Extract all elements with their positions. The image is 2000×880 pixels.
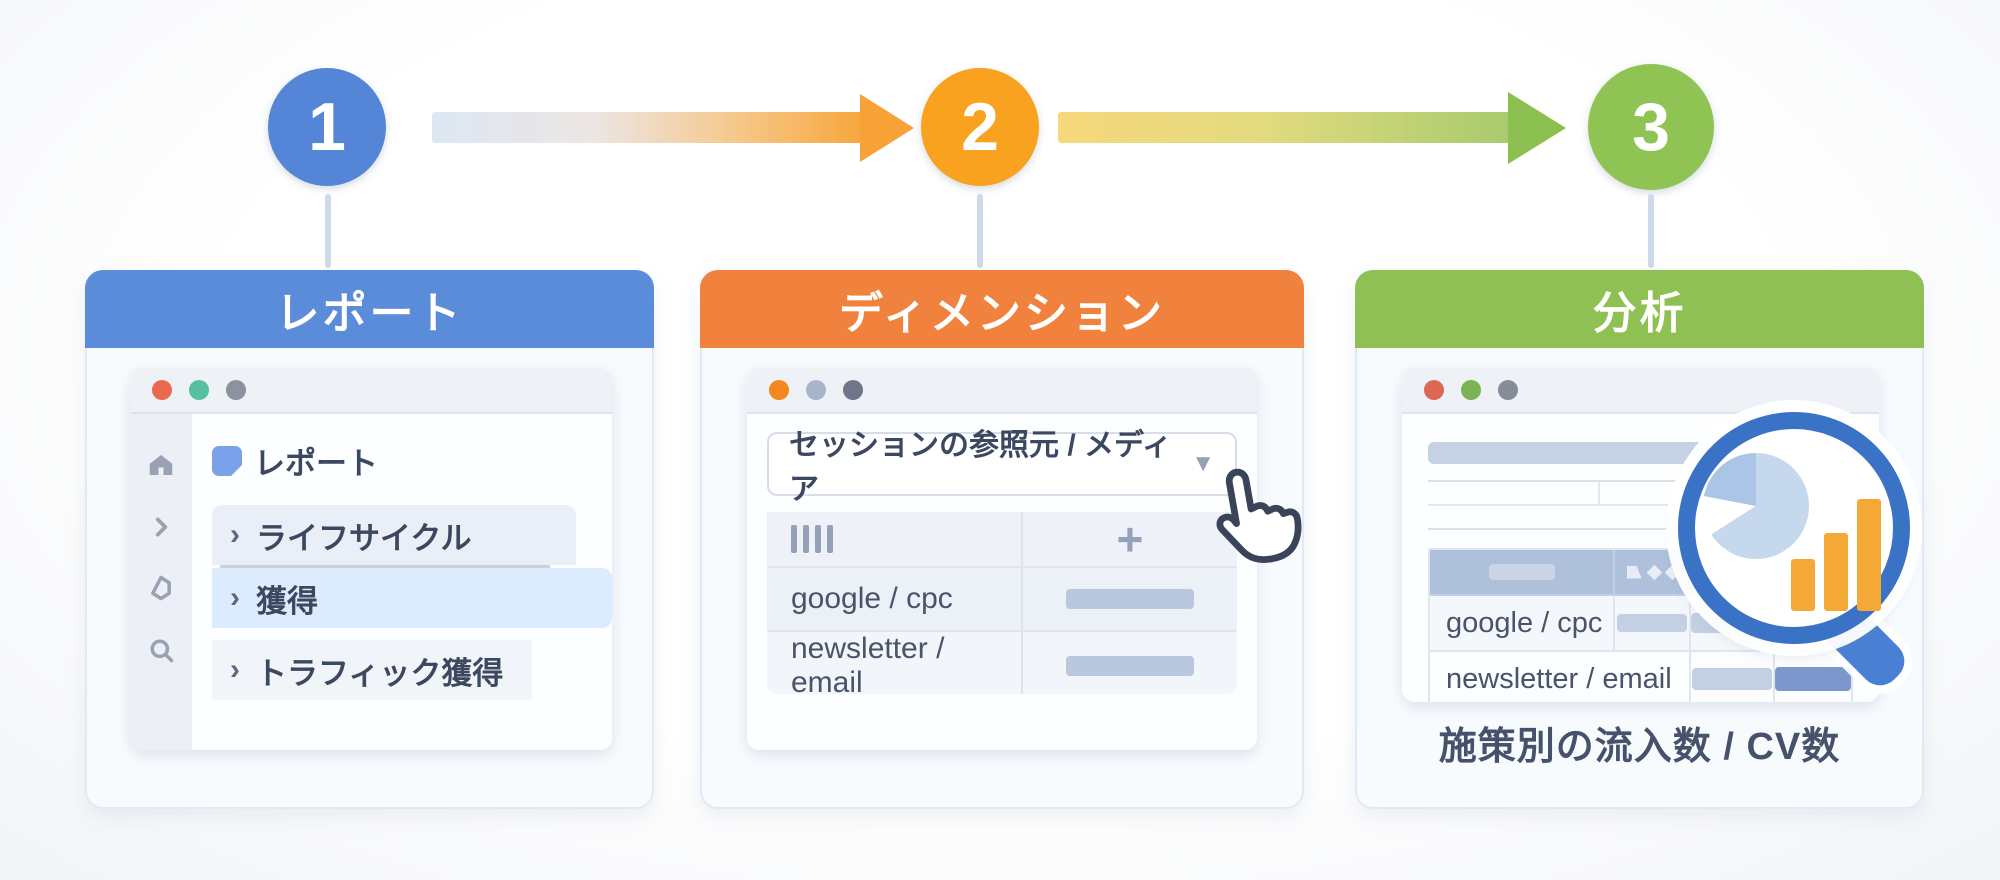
window-close-button[interactable] bbox=[769, 380, 789, 400]
window-minimize-button[interactable] bbox=[189, 380, 209, 400]
dimension-dropdown[interactable]: セッションの参照元 / メディア ▼ bbox=[767, 429, 1237, 506]
arrow-1-head-icon bbox=[860, 94, 914, 162]
report-icon bbox=[212, 445, 243, 477]
column-header-placeholder bbox=[1430, 550, 1616, 596]
nav-item-acquisition[interactable]: › 獲得 bbox=[212, 568, 612, 628]
step-1-badge: 1 bbox=[268, 68, 386, 186]
report-browser-window: レポート › ライフサイクル › 獲得 › トラフィック獲得 bbox=[130, 368, 612, 750]
hexagon-icon[interactable] bbox=[147, 574, 175, 602]
value-bar bbox=[1065, 589, 1194, 609]
connector-step-2 bbox=[977, 194, 983, 268]
analysis-caption: 施策別の流入数 / CV数 bbox=[1438, 726, 1841, 768]
analysis-card-header: 分析 bbox=[1355, 270, 1924, 348]
step-3-number: 3 bbox=[1632, 89, 1670, 165]
value-bar bbox=[1617, 614, 1688, 632]
dimension-table: + google / cpc newsletter / email bbox=[767, 512, 1237, 694]
report-window-body: レポート › ライフサイクル › 獲得 › トラフィック獲得 bbox=[130, 414, 612, 750]
add-metric-button[interactable]: + bbox=[1116, 513, 1144, 565]
value-bar bbox=[1692, 668, 1773, 690]
report-card-header: レポート bbox=[85, 270, 654, 348]
analysis-card-title: 分析 bbox=[1592, 289, 1687, 338]
magnifier-chart-icon bbox=[1678, 412, 1910, 644]
row-value-placeholder bbox=[1020, 632, 1237, 694]
dimension-browser-window: セッションの参照元 / メディア ▼ + google / cpc bbox=[747, 368, 1257, 750]
dimension-dropdown-value: セッションの参照元 / メディア bbox=[789, 429, 1172, 506]
report-card: レポート レポート bbox=[85, 270, 654, 809]
dimension-window-body: セッションの参照元 / メディア ▼ + google / cpc bbox=[747, 414, 1257, 694]
nav-acquisition-label: 獲得 bbox=[256, 583, 318, 619]
step-3-badge: 3 bbox=[1588, 64, 1714, 190]
menu-divider bbox=[220, 565, 550, 568]
home-icon[interactable] bbox=[146, 450, 176, 480]
nav-traffic-label: トラフィック獲得 bbox=[256, 655, 504, 691]
analysis-window-titlebar bbox=[1402, 368, 1879, 414]
nav-item-traffic-acquisition[interactable]: › トラフィック獲得 bbox=[212, 640, 532, 700]
dimension-column-header bbox=[767, 512, 1021, 566]
chevron-right-icon: › bbox=[230, 581, 240, 614]
step-2-badge: 2 bbox=[921, 68, 1039, 186]
row-label: google / cpc bbox=[1446, 606, 1603, 639]
window-close-button[interactable] bbox=[152, 380, 172, 400]
drag-bars-icon[interactable] bbox=[791, 525, 833, 553]
dimension-card: ディメンション セッションの参照元 / メディア ▼ bbox=[700, 270, 1304, 809]
filter-rows-placeholder bbox=[1428, 480, 1853, 530]
table-row: newsletter / email bbox=[767, 632, 1237, 694]
window-minimize-button[interactable] bbox=[806, 380, 826, 400]
step-1-number: 1 bbox=[308, 89, 346, 165]
nav-item-lifecycle[interactable]: › ライフサイクル bbox=[212, 505, 576, 565]
step-2-number: 2 bbox=[961, 89, 999, 165]
chevron-right-icon: › bbox=[230, 518, 240, 551]
pie-chart-glyph bbox=[1703, 453, 1809, 559]
window-minimize-button[interactable] bbox=[1461, 380, 1481, 400]
chevron-right-icon[interactable] bbox=[148, 514, 174, 540]
window-expand-button[interactable] bbox=[1498, 380, 1518, 400]
arrow-1-shaft bbox=[432, 112, 862, 143]
dimension-card-title: ディメンション bbox=[839, 289, 1165, 338]
connector-step-3 bbox=[1648, 194, 1654, 268]
dimension-table-header-row: + bbox=[767, 512, 1237, 568]
nav-item-reports[interactable]: レポート bbox=[212, 438, 612, 483]
row-label: newsletter / email bbox=[791, 632, 945, 694]
table-row: newsletter / email bbox=[1430, 652, 1851, 702]
window-expand-button[interactable] bbox=[226, 380, 246, 400]
window-expand-button[interactable] bbox=[843, 380, 863, 400]
ga-nav-menu: レポート › ライフサイクル › 獲得 › トラフィック獲得 bbox=[192, 414, 612, 750]
search-icon[interactable] bbox=[147, 636, 175, 664]
cv-value-bar bbox=[1775, 667, 1851, 691]
table-row: google / cpc bbox=[767, 568, 1237, 632]
report-card-title: レポート bbox=[275, 289, 464, 338]
chevron-down-icon: ▼ bbox=[1191, 450, 1215, 477]
value-bar bbox=[1065, 656, 1194, 676]
nav-lifecycle-label: ライフサイクル bbox=[256, 520, 472, 556]
nav-reports-label: レポート bbox=[254, 446, 378, 481]
column-header-placeholder bbox=[1615, 550, 1691, 596]
arrow-2-head-icon bbox=[1508, 92, 1566, 164]
dimension-card-header: ディメンション bbox=[700, 270, 1304, 348]
window-close-button[interactable] bbox=[1424, 380, 1444, 400]
dimension-window-titlebar bbox=[747, 368, 1257, 414]
cursor-hand-icon bbox=[1216, 468, 1302, 563]
chevron-right-icon: › bbox=[230, 653, 240, 686]
metric-column-header: + bbox=[1020, 512, 1237, 566]
arrow-2-shaft bbox=[1058, 112, 1510, 143]
ga-left-nav-rail bbox=[130, 414, 192, 750]
report-window-titlebar bbox=[130, 368, 612, 414]
toolbar-placeholder bbox=[1428, 442, 1778, 464]
row-label: google / cpc bbox=[791, 582, 953, 615]
row-value-placeholder bbox=[1020, 568, 1237, 630]
row-label: newsletter / email bbox=[1446, 662, 1672, 695]
connector-step-1 bbox=[325, 194, 331, 268]
bar-chart-glyph bbox=[1791, 499, 1881, 611]
